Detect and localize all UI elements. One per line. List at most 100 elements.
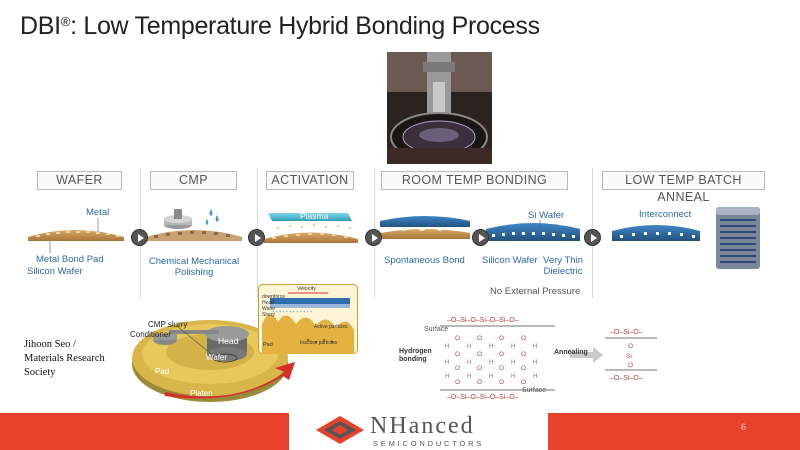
label-thin-dielectric: Very Thin Dielectric xyxy=(534,255,592,277)
cmp-illustration xyxy=(146,209,242,241)
inset-head: Head xyxy=(262,300,274,306)
svg-text:O: O xyxy=(521,379,526,386)
chem-annealing: Annealing xyxy=(554,349,588,356)
credit-line1: Jihoon Seo / xyxy=(24,339,76,350)
svg-text:O: O xyxy=(499,335,504,342)
svg-text:H: H xyxy=(511,360,515,366)
label-silicon-wafer-bonded: Silicon Wafer xyxy=(482,255,538,266)
inset-slurry: Slurry xyxy=(262,312,276,318)
stage-header-room-temp-bonding: ROOM TEMP BONDING xyxy=(381,171,568,190)
credit-line2: Materials Research xyxy=(24,353,105,364)
label-plasma: Plasma xyxy=(300,211,329,221)
wafer-illustration xyxy=(28,218,124,253)
svg-text:H: H xyxy=(445,344,449,350)
svg-text:O: O xyxy=(499,365,504,372)
svg-text:Si: Si xyxy=(626,353,632,360)
activation-illustration xyxy=(264,213,358,243)
svg-text:O: O xyxy=(521,365,526,372)
title-main: DBI xyxy=(20,12,61,40)
svg-text:H: H xyxy=(467,374,471,380)
logo-name: NHanced xyxy=(370,413,475,439)
next-stage-arrow-icon xyxy=(131,229,148,246)
label-interconnect: Interconnect xyxy=(639,209,692,220)
svg-text:O: O xyxy=(455,351,460,358)
svg-text:+ + + + + + + + + + + +: + + + + + + + + + + + + xyxy=(272,309,313,314)
svg-text:O: O xyxy=(521,335,526,342)
inset-pad: Pad xyxy=(263,342,273,348)
inset-active: Active particles xyxy=(314,324,348,330)
logo-subtitle: SEMICONDUCTORS xyxy=(373,439,485,448)
svg-text:H: H xyxy=(489,360,493,366)
chem-surface-top: Surface xyxy=(424,326,449,333)
svg-text:H: H xyxy=(467,360,471,366)
svg-text:–O–Si–O–: –O–Si–O– xyxy=(610,375,643,382)
image-credit: Jihoon Seo / Materials Research Society xyxy=(24,338,105,380)
svg-text:O: O xyxy=(628,343,633,350)
spontaneous-bond-illustration xyxy=(380,216,470,239)
bonded-wafer-illustration xyxy=(486,220,580,241)
svg-text:H: H xyxy=(533,360,537,366)
svg-text:H: H xyxy=(489,344,493,350)
svg-text:O: O xyxy=(477,335,482,342)
next-stage-arrow-icon xyxy=(248,229,265,246)
bonding-equipment-photo xyxy=(387,52,492,164)
process-flow-graphic xyxy=(28,207,760,269)
stage-header-activation: ACTIVATION xyxy=(266,171,354,190)
cmp-machine-diagram xyxy=(132,320,295,402)
title-rest: : Low Temperature Hybrid Bonding Process xyxy=(70,12,540,40)
svg-text:O: O xyxy=(521,351,526,358)
label-cmp-line1: Chemical Mechanical xyxy=(148,256,240,267)
svg-text:H: H xyxy=(467,344,471,350)
inset-wafer: Wafer xyxy=(262,306,276,312)
anneal-illustration xyxy=(612,207,760,269)
svg-text:O: O xyxy=(455,379,460,386)
label-wafer: Wafer xyxy=(206,353,228,362)
next-stage-arrow-icon xyxy=(365,229,382,246)
label-metal-bond-pad: Metal Bond Pad xyxy=(36,254,104,265)
label-cmp-line2: Polishing xyxy=(174,267,214,278)
title-registered-mark: ® xyxy=(60,14,71,29)
next-stage-arrow-icon xyxy=(472,229,489,246)
svg-text:O: O xyxy=(455,365,460,372)
label-metal: Metal xyxy=(86,207,110,218)
chem-hydrogen-line2: bonding xyxy=(399,356,427,363)
svg-text:O: O xyxy=(477,365,482,372)
label-silicon-wafer: Silicon Wafer xyxy=(27,266,83,277)
company-logo: NHanced SEMICONDUCTORS xyxy=(314,410,534,450)
svg-text:H: H xyxy=(511,344,515,350)
stage-header-wafer: WAFER xyxy=(37,171,122,190)
svg-text:O: O xyxy=(477,379,482,386)
svg-text:O: O xyxy=(499,351,504,358)
slide-title: DBI®: Low Temperature Hybrid Bonding Pro… xyxy=(20,12,540,41)
svg-text:–O–Si–O–Si–O–Si–O–: –O–Si–O–Si–O–Si–O– xyxy=(447,317,519,324)
svg-text:H: H xyxy=(533,344,537,350)
svg-text:O: O xyxy=(477,351,482,358)
svg-text:O: O xyxy=(628,362,633,369)
svg-text:–O–Si–O–: –O–Si–O– xyxy=(610,329,643,336)
chem-hydrogen-bonding: Hydrogen bonding xyxy=(399,348,432,364)
inset-labels: downforce Head Wafer Slurry xyxy=(262,294,285,318)
label-cmp-desc: Chemical Mechanical Polishing xyxy=(146,256,242,278)
svg-text:–O–Si–O–Si–O–Si–O–: –O–Si–O–Si–O–Si–O– xyxy=(447,394,519,401)
inset-velocity: Velocity xyxy=(297,286,316,292)
label-spontaneous-bond: Spontaneous Bond xyxy=(384,255,465,266)
page-number: 6 xyxy=(740,422,746,432)
label-conditioner: Conditioner xyxy=(130,330,171,339)
stage-header-low-temp-batch-anneal: LOW TEMP BATCH ANNEAL xyxy=(602,171,765,204)
svg-text:H: H xyxy=(445,374,449,380)
label-thin-line2: Dielectric xyxy=(543,266,583,277)
inset-inactive: Inactive particles xyxy=(300,340,338,346)
stage-header-cmp: CMP xyxy=(150,171,237,190)
label-no-external-pressure: No External Pressure xyxy=(490,286,581,297)
chem-hydrogen-line1: Hydrogen xyxy=(399,348,432,355)
svg-text:H: H xyxy=(489,374,493,380)
label-thin-line1: Very Thin xyxy=(543,255,583,266)
svg-text:H: H xyxy=(445,360,449,366)
svg-text:O: O xyxy=(455,335,460,342)
label-si-wafer: Si Wafer xyxy=(528,210,565,221)
label-platen: Platen xyxy=(190,389,213,398)
credit-line3: Society xyxy=(24,367,56,378)
label-cmp-slurry: CMP slurry xyxy=(148,320,188,329)
equipment-photo-art xyxy=(387,52,492,164)
